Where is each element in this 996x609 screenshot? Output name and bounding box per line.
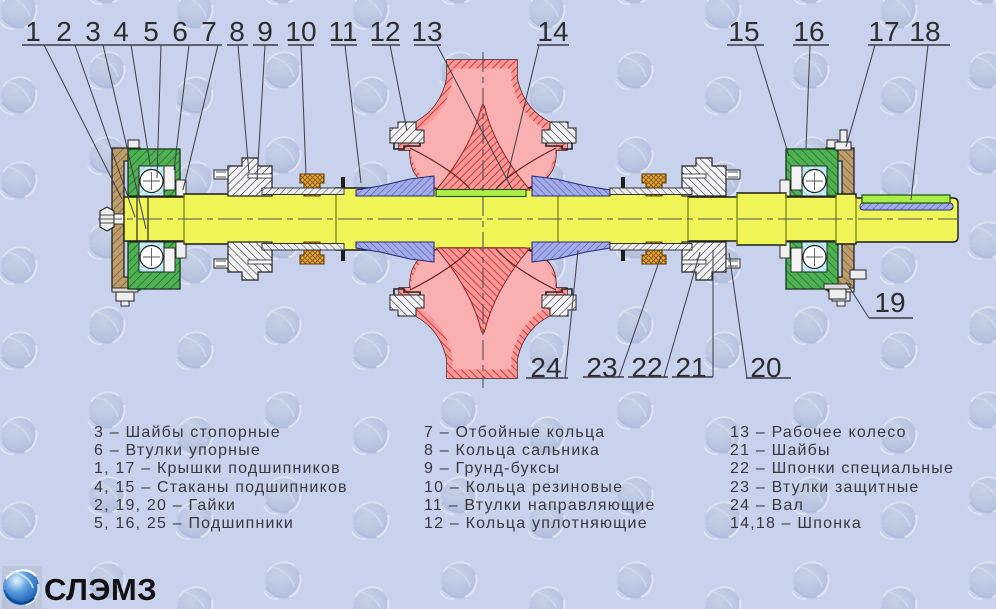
svg-text:23 – Втулки защитные: 23 – Втулки защитные [730,479,920,496]
svg-text:10 – Кольца резиновые: 10 – Кольца резиновые [424,479,623,496]
svg-text:14,18 – Шпонка: 14,18 – Шпонка [730,515,862,532]
svg-text:22 – Шпонки специальные: 22 – Шпонки специальные [730,460,954,477]
svg-text:13: 13 [411,16,442,47]
svg-text:5, 16, 25 – Подшипники: 5, 16, 25 – Подшипники [94,515,294,532]
svg-text:6 – Втулки упорные: 6 – Втулки упорные [94,442,261,459]
svg-text:21 – Шайбы: 21 – Шайбы [730,442,831,459]
svg-text:1, 17 – Крышки подшипников: 1, 17 – Крышки подшипников [94,460,341,477]
svg-text:18: 18 [909,16,940,47]
svg-text:17: 17 [868,16,899,47]
svg-text:19: 19 [874,287,905,318]
svg-text:13 – Рабочее колесо: 13 – Рабочее колесо [730,424,907,441]
svg-text:11: 11 [328,16,357,47]
svg-text:8: 8 [229,16,245,47]
svg-text:4, 15 – Стаканы подшипников: 4, 15 – Стаканы подшипников [94,479,348,496]
svg-text:12 – Кольца уплотняющие: 12 – Кольца уплотняющие [424,515,648,532]
svg-text:4: 4 [113,16,129,47]
svg-text:7: 7 [201,16,217,47]
svg-text:14: 14 [537,16,568,47]
svg-text:3 – Шайбы стопорные: 3 – Шайбы стопорные [94,424,281,441]
svg-text:3: 3 [85,16,101,47]
svg-text:5: 5 [143,16,159,47]
svg-text:10: 10 [285,16,316,47]
svg-text:21: 21 [675,352,706,383]
svg-text:6: 6 [172,16,188,47]
svg-text:9 – Грунд-буксы: 9 – Грунд-буксы [424,460,560,477]
svg-text:16: 16 [793,16,824,47]
svg-text:23: 23 [586,352,617,383]
svg-text:СЛЭМЗ: СЛЭМЗ [44,572,157,607]
svg-text:22: 22 [631,352,662,383]
svg-text:15: 15 [728,16,759,47]
svg-text:2: 2 [56,16,72,47]
svg-text:8 – Кольца сальника: 8 – Кольца сальника [424,442,600,459]
svg-text:7 – Отбойные кольца: 7 – Отбойные кольца [424,424,605,441]
svg-text:11 – Втулки направляющие: 11 – Втулки направляющие [424,497,656,514]
svg-text:12: 12 [369,16,400,47]
svg-text:2, 19, 20 – Гайки: 2, 19, 20 – Гайки [94,497,236,514]
svg-text:1: 1 [25,16,41,47]
svg-text:9: 9 [257,16,273,47]
svg-text:24 – Вал: 24 – Вал [730,497,804,514]
